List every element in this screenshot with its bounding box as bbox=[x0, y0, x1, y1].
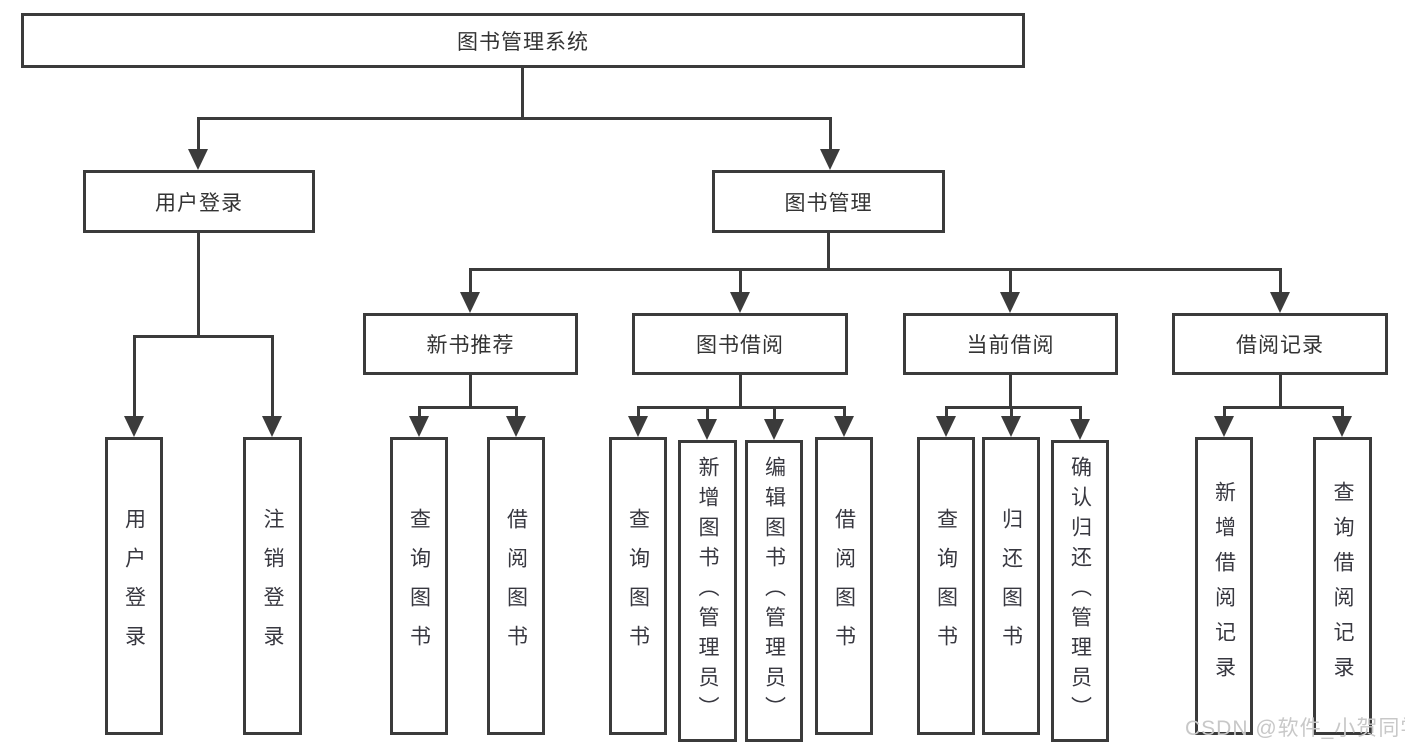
node-book-management: 图书管理 bbox=[712, 170, 945, 233]
node-leaf-query-borrow-record: 查询借阅记录 bbox=[1313, 437, 1372, 735]
node-leaf-add-borrow-record: 新增借阅记录 bbox=[1195, 437, 1253, 735]
connector-arrow-cb-return bbox=[1001, 406, 1021, 437]
leaf-label: 查询借阅记录 bbox=[1331, 481, 1354, 691]
connector-book-borrow-stub bbox=[739, 375, 742, 408]
connector-root-rail bbox=[197, 117, 832, 120]
node-leaf-borrow-books-rec: 借阅图书 bbox=[487, 437, 545, 735]
connector-arrow-bb-add bbox=[697, 406, 717, 440]
leaf-label: 新增图书（管理员） bbox=[696, 456, 719, 726]
connector-borrow-records-stub bbox=[1279, 375, 1282, 408]
node-leaf-query-books-rec: 查询图书 bbox=[390, 437, 448, 735]
node-leaf-return-books: 归还图书 bbox=[982, 437, 1040, 735]
leaf-label: 查询图书 bbox=[626, 508, 650, 664]
connector-borrow-records-rail bbox=[1223, 406, 1344, 409]
node-leaf-borrow-books-borrow: 借阅图书 bbox=[815, 437, 873, 735]
connector-new-book-rec-rail bbox=[418, 406, 518, 409]
connector-book-mgmt-rail bbox=[469, 268, 1282, 271]
connector-current-borrow-rail bbox=[945, 406, 1082, 409]
leaf-label: 确认归还（管理员） bbox=[1068, 456, 1092, 726]
node-leaf-add-books-admin: 新增图书（管理员） bbox=[678, 440, 737, 742]
node-library-management-system: 图书管理系统 bbox=[21, 13, 1025, 68]
connector-arrow-nbr-borrow bbox=[506, 406, 526, 437]
connector-user-login-rail bbox=[133, 335, 274, 338]
node-leaf-confirm-return-admin: 确认归还（管理员） bbox=[1051, 440, 1109, 742]
connector-arrow-leaf-logout-login bbox=[262, 335, 282, 437]
connector-arrow-user-login bbox=[188, 117, 208, 170]
node-leaf-edit-books-admin: 编辑图书（管理员） bbox=[745, 440, 803, 742]
csdn-watermark: CSDN @软件_小贺同学 bbox=[1185, 717, 1405, 740]
node-current-borrowing: 当前借阅 bbox=[903, 313, 1118, 375]
connector-arrow-br-add bbox=[1214, 406, 1234, 437]
connector-book-borrow-rail bbox=[637, 406, 846, 409]
connector-user-login-stub bbox=[197, 233, 200, 337]
connector-new-book-rec-stub bbox=[469, 375, 472, 408]
connector-arrow-br-query bbox=[1332, 406, 1352, 437]
node-borrow-records: 借阅记录 bbox=[1172, 313, 1388, 375]
leaf-label: 查询图书 bbox=[407, 508, 431, 664]
connector-arrow-leaf-user-login bbox=[124, 335, 144, 437]
leaf-label: 新增借阅记录 bbox=[1212, 481, 1236, 691]
node-leaf-query-books-current: 查询图书 bbox=[917, 437, 975, 735]
connector-arrow-bb-edit bbox=[764, 406, 784, 440]
leaf-label: 注销登录 bbox=[261, 508, 284, 664]
node-user-login: 用户登录 bbox=[83, 170, 315, 233]
node-leaf-query-books-borrow: 查询图书 bbox=[609, 437, 667, 735]
connector-arrow-new-book-rec bbox=[460, 268, 480, 313]
leaf-label: 编辑图书（管理员） bbox=[762, 456, 786, 726]
connector-arrow-cb-confirm bbox=[1070, 406, 1090, 440]
leaf-label: 用户登录 bbox=[122, 508, 146, 664]
connector-arrow-cb-query bbox=[936, 406, 956, 437]
connector-arrow-current-borrow bbox=[1000, 268, 1020, 313]
connector-arrow-bb-query bbox=[628, 406, 648, 437]
connector-current-borrow-stub bbox=[1009, 375, 1012, 408]
connector-arrow-borrow-records bbox=[1270, 268, 1290, 313]
leaf-label: 借阅图书 bbox=[504, 508, 528, 664]
connector-book-mgmt-stub bbox=[827, 233, 830, 271]
node-book-borrowing: 图书借阅 bbox=[632, 313, 848, 375]
connector-root-stub bbox=[521, 68, 524, 120]
leaf-label: 查询图书 bbox=[934, 508, 958, 664]
node-leaf-logout-login: 注销登录 bbox=[243, 437, 302, 735]
leaf-label: 归还图书 bbox=[999, 508, 1023, 664]
connector-arrow-bb-borrow bbox=[834, 406, 854, 437]
connector-arrow-nbr-query bbox=[409, 406, 429, 437]
leaf-label: 借阅图书 bbox=[832, 508, 856, 664]
connector-arrow-book-management bbox=[820, 117, 840, 170]
connector-arrow-book-borrow bbox=[730, 268, 750, 313]
node-leaf-user-login: 用户登录 bbox=[105, 437, 163, 735]
node-new-book-recommendation: 新书推荐 bbox=[363, 313, 578, 375]
